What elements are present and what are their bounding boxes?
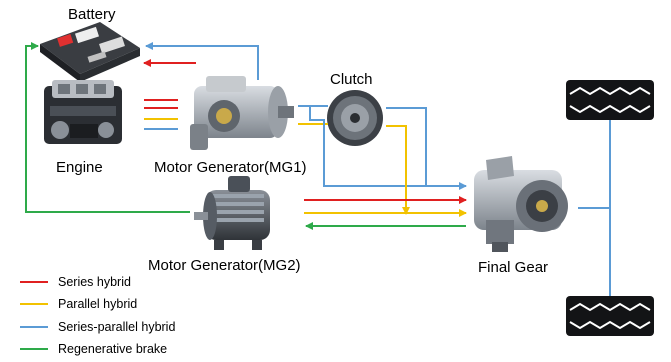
- parallel-flow-line: [386, 125, 410, 215]
- legend-label: Regenerative brake: [58, 342, 167, 356]
- regenerative-flow-line: [25, 42, 190, 213]
- engine-icon: [44, 80, 122, 144]
- motor-generator-mg1-icon: [190, 76, 294, 150]
- motor-generator-mg2-icon: [194, 176, 270, 250]
- battery-label: Battery: [68, 6, 116, 23]
- engine-label: Engine: [56, 159, 103, 176]
- legend-label: Parallel hybrid: [58, 297, 137, 311]
- tire-icon: [566, 296, 654, 336]
- clutch-icon: [327, 90, 383, 146]
- battery-icon: [40, 22, 140, 82]
- legend-label: Series-parallel hybrid: [58, 320, 175, 334]
- series-parallel-flow-line: [309, 106, 467, 190]
- series-parallel-flow-line: [386, 107, 427, 186]
- series-parallel-flow-line: [145, 42, 259, 80]
- clutch-label: Clutch: [330, 71, 373, 88]
- final-gear-label: Final Gear: [478, 259, 548, 276]
- tire-icon: [566, 80, 654, 120]
- final-gear-icon: [474, 156, 568, 252]
- legend: Series hybrid Parallel hybrid Series-par…: [20, 275, 175, 356]
- mg1-label: Motor Generator(MG1): [154, 159, 307, 176]
- mg2-label: Motor Generator(MG2): [148, 257, 301, 274]
- legend-label: Series hybrid: [58, 275, 131, 289]
